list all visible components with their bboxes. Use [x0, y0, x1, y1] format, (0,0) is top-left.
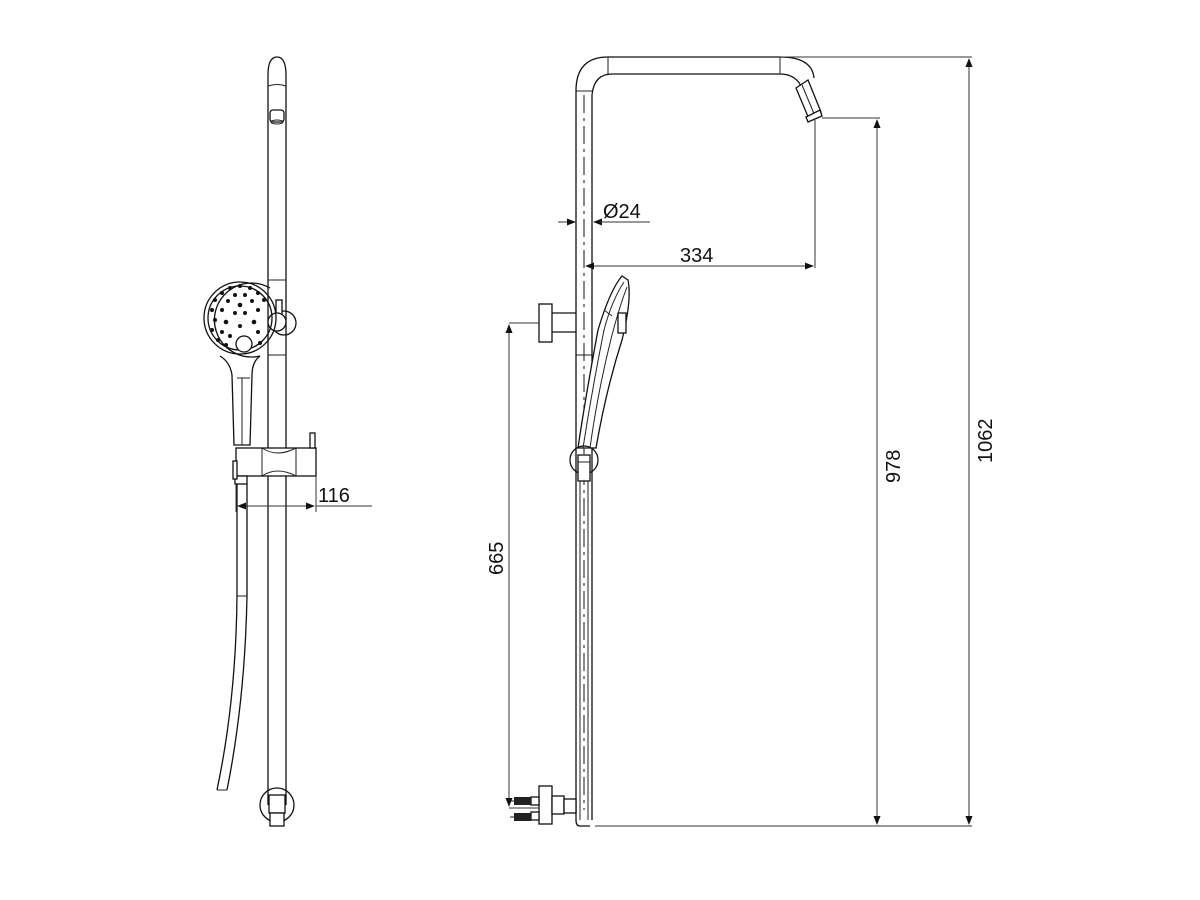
- front-view: Ø24 334 665 978 1062: [486, 56, 997, 827]
- slider-holder: [232, 432, 317, 485]
- riser-arm: [575, 56, 823, 827]
- bottom-bracket-front: [510, 785, 577, 825]
- spray-nozzles: [210, 284, 266, 347]
- dim-label-diameter: Ø24: [603, 201, 641, 223]
- rail-side: [267, 56, 297, 805]
- hand-shower-face: [203, 281, 277, 446]
- dimension-334: 334: [585, 120, 816, 270]
- dimension-diameter: Ø24: [558, 201, 650, 226]
- dimension-665: 665: [486, 322, 539, 809]
- top-bracket-front: [538, 303, 576, 343]
- hose-front: [579, 481, 589, 820]
- wall-plugs: [510, 796, 540, 821]
- dim-label-665: 665: [486, 542, 508, 575]
- dim-label-334: 334: [680, 245, 713, 267]
- dim-label-978: 978: [883, 450, 905, 483]
- dimension-978: 978: [595, 117, 972, 827]
- dim-label-1062: 1062: [975, 419, 997, 464]
- bottom-bracket-side: [259, 787, 295, 827]
- dim-label-116: 116: [318, 485, 350, 507]
- dimension-116: 116: [235, 476, 372, 512]
- hose: [216, 484, 248, 791]
- hand-shower-profile: [569, 275, 630, 482]
- side-view: 116: [203, 56, 372, 827]
- dimension-1062: 1062: [780, 56, 997, 825]
